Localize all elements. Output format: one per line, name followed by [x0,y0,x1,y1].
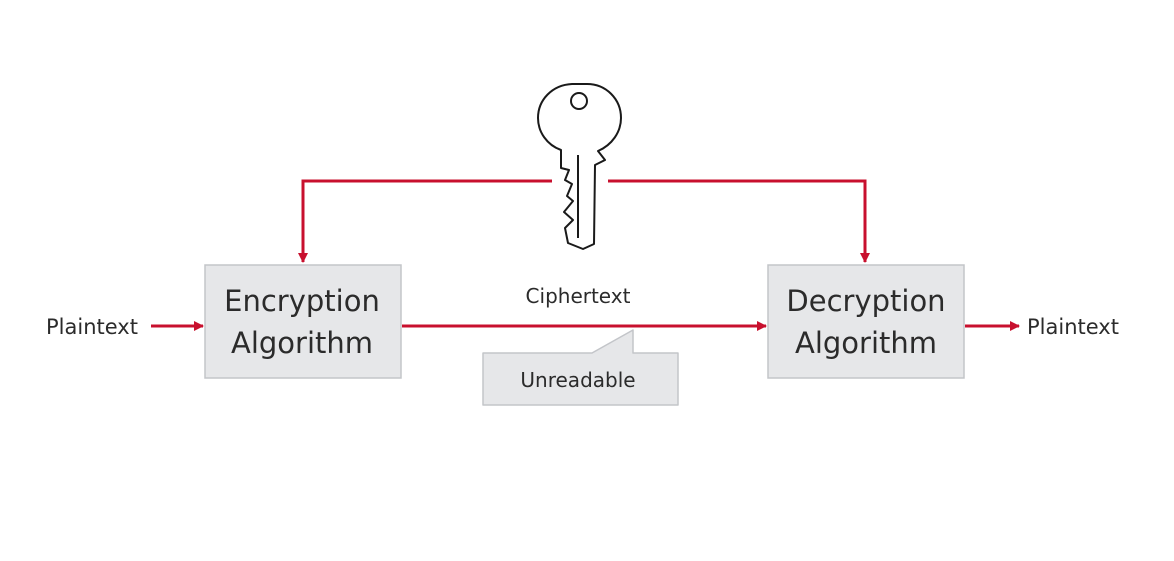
decryption-box-line2: Algorithm [795,326,937,360]
key-to-decryption-arrow [608,179,870,263]
encryption-box-line1: Encryption [224,284,380,318]
plaintext-input-label: Plaintext [46,315,138,339]
key-to-encryption-arrow [298,179,552,263]
encryption-algorithm-box [204,264,402,379]
plaintext-output-label: Plaintext [1027,315,1119,339]
decryption-box-line1: Decryption [786,284,945,318]
unreadable-label: Unreadable [520,368,635,392]
ciphertext-label: Ciphertext [526,284,631,308]
encryption-box-line2: Algorithm [231,326,373,360]
decryption-algorithm-box [767,264,965,379]
unreadable-callout [482,329,679,406]
key-icon [537,83,622,250]
